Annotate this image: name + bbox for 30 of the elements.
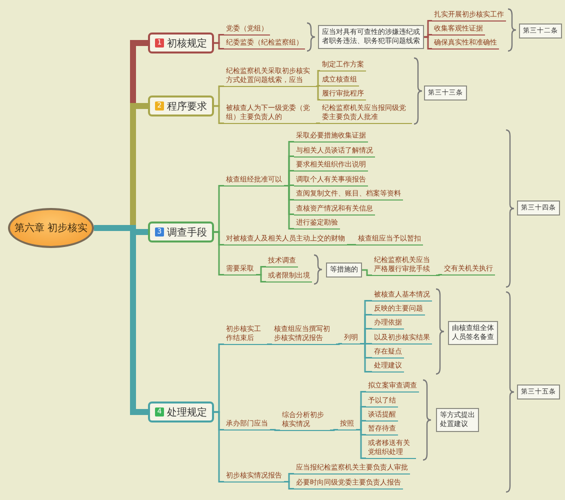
branch-line: [214, 231, 224, 276]
branch-line: [284, 185, 294, 230]
branch-line: [330, 429, 338, 431]
branch-line: [214, 42, 224, 50]
branch-line: [347, 244, 356, 246]
branch-line: [214, 411, 224, 482]
branch-line: [316, 85, 320, 87]
branch-line: [316, 86, 320, 100]
branch-line: [362, 269, 372, 276]
topic-box: [148, 402, 214, 422]
topic-box: [148, 96, 214, 116]
topic-label: 程序要求: [167, 100, 207, 113]
branch-line: [270, 429, 280, 431]
topic-label: 调查手段: [167, 226, 207, 239]
branch-line: [336, 343, 342, 345]
branch-line: [424, 36, 432, 50]
topic-box: [148, 222, 214, 242]
branch-line: [316, 122, 320, 124]
branch-line: [356, 429, 366, 459]
chapter-ellipse: 第六章 初步核实: [8, 208, 94, 248]
branch-line: [316, 70, 320, 87]
branch-line: [436, 274, 442, 276]
topic-box: [148, 32, 214, 54]
branch-line: [267, 344, 272, 345]
branch-line: [360, 343, 372, 372]
topic-label: 处理规定: [167, 406, 207, 419]
branch-line: [256, 274, 266, 282]
branch-line: [284, 481, 294, 490]
branch-line: [214, 105, 224, 124]
topic-label: 初核规定: [167, 37, 207, 50]
